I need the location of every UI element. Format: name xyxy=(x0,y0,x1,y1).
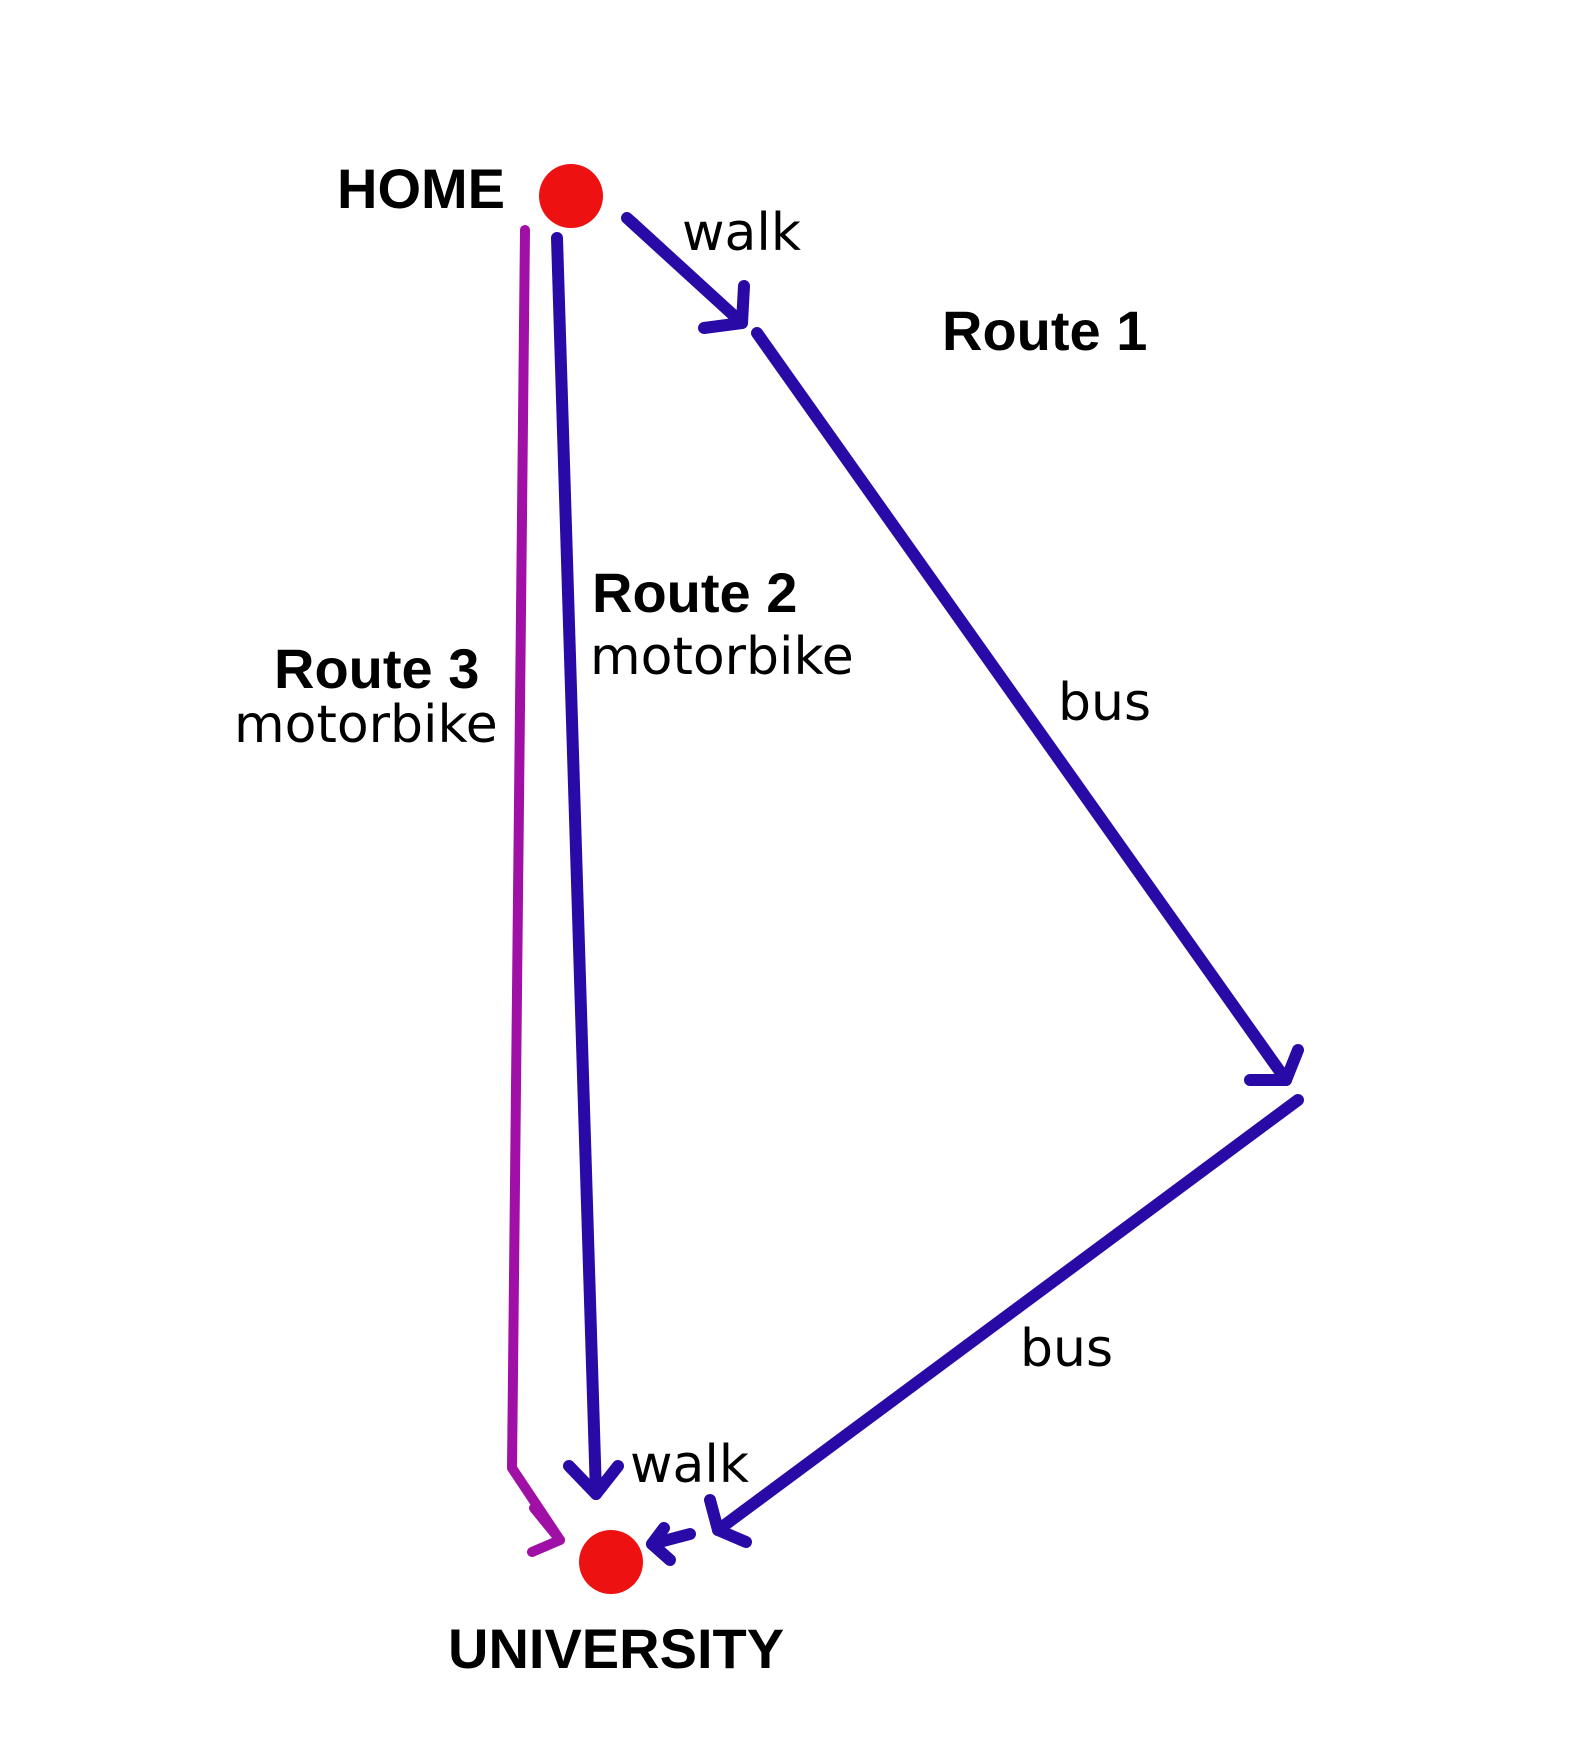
route-1-walk-end-arrow xyxy=(646,1522,696,1566)
route-3-path xyxy=(507,225,565,1557)
route-3-mode-label: motorbike xyxy=(234,695,498,755)
home-label: HOME xyxy=(337,157,505,220)
route-3-title: Route 3 xyxy=(274,637,479,700)
route-2-mode-label: motorbike xyxy=(590,627,854,687)
route-2-path xyxy=(551,232,624,1500)
route-1-walk-start-label: walk xyxy=(682,203,801,263)
university-label: UNIVERSITY xyxy=(448,1617,784,1680)
university-node xyxy=(579,1530,643,1594)
route-1-bus-first-arrow xyxy=(751,327,1304,1086)
route-1-title: Route 1 xyxy=(942,299,1147,362)
route-1-bus-second-label: bus xyxy=(1020,1319,1113,1379)
route-1-bus-second-arrow xyxy=(704,1094,1304,1548)
route-1-walk-end-label: walk xyxy=(630,1435,749,1495)
home-node xyxy=(539,164,603,228)
route-1-bus-first-label: bus xyxy=(1058,673,1151,733)
route-1-walk-start-arrow xyxy=(621,212,750,334)
route-2-title: Route 2 xyxy=(592,561,797,624)
